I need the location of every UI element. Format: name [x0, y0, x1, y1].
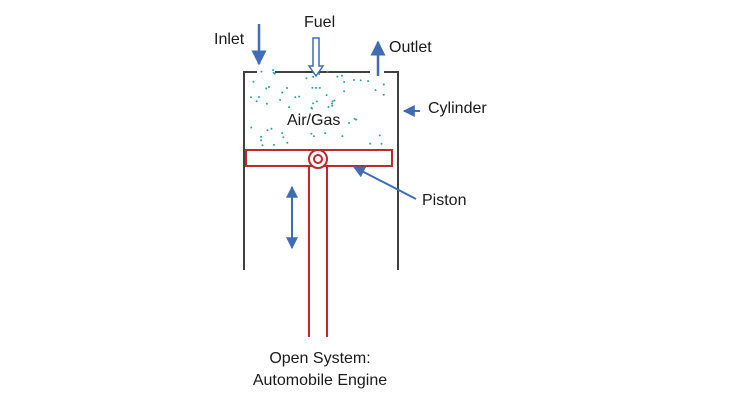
- gas-particle: [331, 104, 334, 107]
- gas-particles: [250, 69, 385, 147]
- gas-particle: [369, 142, 372, 145]
- gas-particle: [326, 70, 329, 73]
- gas-particle: [353, 117, 356, 120]
- gas-particle: [314, 86, 317, 89]
- gas-particle: [258, 96, 260, 98]
- gas-particle: [315, 100, 318, 103]
- gas-particle: [348, 122, 350, 124]
- gas-particle: [380, 142, 383, 145]
- gas-particle: [279, 98, 282, 101]
- gas-particle: [255, 100, 258, 103]
- gas-particle: [310, 106, 313, 109]
- gas-particle: [312, 75, 315, 78]
- caption-line-2: Automobile Engine: [252, 372, 388, 389]
- gas-particle: [250, 96, 252, 99]
- cylinder: [243, 71, 399, 270]
- gas-particle: [250, 126, 253, 129]
- gas-particle: [336, 75, 339, 78]
- gas-particle: [261, 144, 264, 147]
- gas-particle: [281, 91, 284, 94]
- gas-particle: [270, 127, 273, 130]
- gas-particle: [382, 83, 385, 86]
- gas-particle: [260, 135, 262, 138]
- gas-particle: [318, 73, 321, 75]
- gas-particle: [265, 102, 268, 105]
- gas-particle: [282, 136, 285, 139]
- caption-line-1: Open System:: [269, 350, 371, 367]
- gas-particle: [294, 96, 297, 99]
- fuel-label: Fuel: [304, 14, 336, 31]
- piston-label: Piston: [422, 192, 467, 209]
- gas-particle: [272, 69, 274, 72]
- gas-particle: [378, 134, 381, 137]
- gas-particle: [343, 81, 346, 83]
- gas-particle: [268, 86, 270, 88]
- gas-particle: [298, 95, 301, 98]
- gas-particle: [286, 141, 289, 144]
- gas-particle: [325, 94, 328, 97]
- gas-particle: [312, 135, 315, 138]
- air-gas-label: Air/Gas: [287, 112, 341, 129]
- cylinder-label: Cylinder: [428, 100, 487, 117]
- diagram-caption: Open System: Automobile Engine: [190, 348, 450, 392]
- gas-particle: [341, 74, 343, 77]
- gas-particle: [305, 77, 308, 80]
- gas-particle: [318, 86, 321, 89]
- gas-particle: [260, 70, 263, 73]
- gas-particle: [331, 100, 334, 103]
- gas-particle: [286, 87, 288, 89]
- inlet-label: Inlet: [214, 31, 245, 48]
- gas-particle: [333, 99, 336, 102]
- wrist-pin-inner: [313, 154, 323, 164]
- gas-particle: [312, 102, 315, 105]
- gas-particle: [374, 89, 377, 92]
- gas-particle: [355, 118, 358, 121]
- gas-particle: [327, 106, 330, 108]
- gas-particle: [266, 129, 269, 132]
- gas-particle: [288, 106, 291, 109]
- gas-particle: [281, 132, 284, 135]
- gas-particle: [272, 143, 275, 146]
- gas-particle: [353, 79, 355, 81]
- gas-particle: [310, 132, 313, 135]
- gas-particle: [331, 102, 333, 105]
- gas-particle: [343, 90, 346, 93]
- gas-particle: [341, 135, 344, 138]
- piston-pointer-arrow: [352, 166, 417, 200]
- gas-particle: [252, 80, 255, 83]
- gas-particle: [265, 87, 268, 90]
- outlet-label: Outlet: [389, 39, 432, 56]
- gas-particle: [382, 93, 385, 96]
- gas-particle: [272, 71, 275, 74]
- gas-particle: [367, 80, 370, 83]
- gas-particle: [359, 79, 362, 82]
- gas-particle: [260, 139, 263, 142]
- gas-particle: [324, 132, 327, 135]
- fuel-arrow: [307, 37, 325, 78]
- gas-particle: [311, 86, 314, 89]
